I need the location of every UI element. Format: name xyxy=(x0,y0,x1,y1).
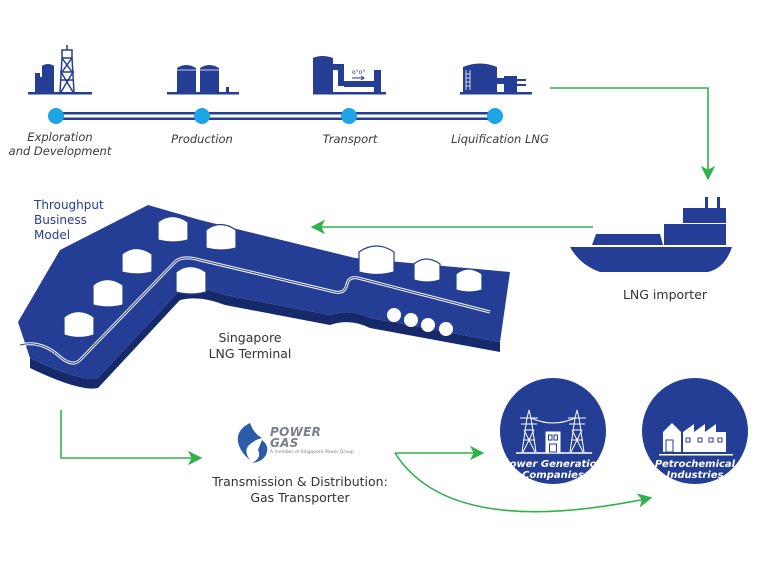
lng-ship-icon xyxy=(570,197,732,272)
terminal-tank xyxy=(175,265,207,295)
petrochemical-circle xyxy=(642,378,748,484)
powergas-flame-icon xyxy=(237,423,268,463)
timeline-dot-transport xyxy=(341,108,357,124)
power-generation-circle xyxy=(500,378,606,484)
lng-terminal-icon xyxy=(18,205,510,389)
arrow-liquification-to-importer xyxy=(550,87,716,181)
storage-tanks-icon xyxy=(167,65,239,95)
factory-icon xyxy=(659,423,733,456)
timeline-dot-liquification xyxy=(487,108,503,124)
terminal-tank xyxy=(92,278,124,308)
pipeline-pump-icon: o°o° xyxy=(313,56,386,95)
consumer-label-line: Industries xyxy=(666,470,724,481)
transporter-label-line: Transmission & Distribution: xyxy=(212,474,388,489)
consumer-label-line: Companies xyxy=(522,470,584,481)
step-label-line: and Development xyxy=(8,144,112,158)
value-chain-timeline xyxy=(48,108,503,124)
business-model-line: Throughput xyxy=(34,198,104,212)
terminal-tank xyxy=(121,247,153,275)
terminal-name-line: LNG Terminal xyxy=(208,346,292,361)
step-label-liquification: Liquification LNG xyxy=(451,132,549,146)
consumer-label-petrochemical: Petrochemical Industries xyxy=(635,459,755,481)
arrow-terminal-to-transporter xyxy=(60,410,203,466)
power-pylons-icon xyxy=(516,409,592,454)
consumer-label-power: Power Generation Companies xyxy=(493,459,613,481)
powergas-logo-line: GAS xyxy=(270,436,299,450)
timeline-dot-production xyxy=(194,108,210,124)
consumer-label-line: Petrochemical xyxy=(654,459,736,470)
step-label-line: Exploration xyxy=(27,130,93,144)
business-model-label: Throughput Business Model xyxy=(34,198,104,243)
consumer-label-line: Power Generation xyxy=(502,459,604,470)
timeline-dot-exploration xyxy=(48,108,64,124)
step-label-exploration: Exploration and Development xyxy=(0,130,120,158)
terminal-tank xyxy=(63,310,95,339)
step-label-production: Production xyxy=(171,132,233,146)
terminal-tank xyxy=(205,223,237,251)
terminal-tank xyxy=(413,258,441,283)
svg-text:o°o°: o°o° xyxy=(352,69,365,76)
powergas-tagline: A member of Singapore Power Group xyxy=(270,450,354,455)
transporter-label-line: Gas Transporter xyxy=(250,490,350,505)
business-model-line: Model xyxy=(34,228,71,242)
terminal-tank xyxy=(358,245,395,276)
flow-arrows xyxy=(60,87,716,513)
business-model-line: Business xyxy=(34,213,87,227)
terminal-tank xyxy=(455,268,483,293)
arrow-transporter-to-petrochemical xyxy=(394,452,653,513)
importer-label: LNG importer xyxy=(622,287,708,302)
step-label-transport: Transport xyxy=(322,132,378,146)
oil-rig-icon xyxy=(28,45,92,95)
terminal-name-line: Singapore xyxy=(218,330,282,345)
liquefaction-tank-icon xyxy=(460,63,532,95)
transporter-label: Transmission & Distribution: Gas Transpo… xyxy=(200,474,400,506)
powergas-logo-text: POWER GAS xyxy=(270,425,322,450)
terminal-tank xyxy=(157,215,189,243)
terminal-name-label: Singapore LNG Terminal xyxy=(200,330,300,362)
powergas-logo-line: POWER xyxy=(270,425,322,439)
